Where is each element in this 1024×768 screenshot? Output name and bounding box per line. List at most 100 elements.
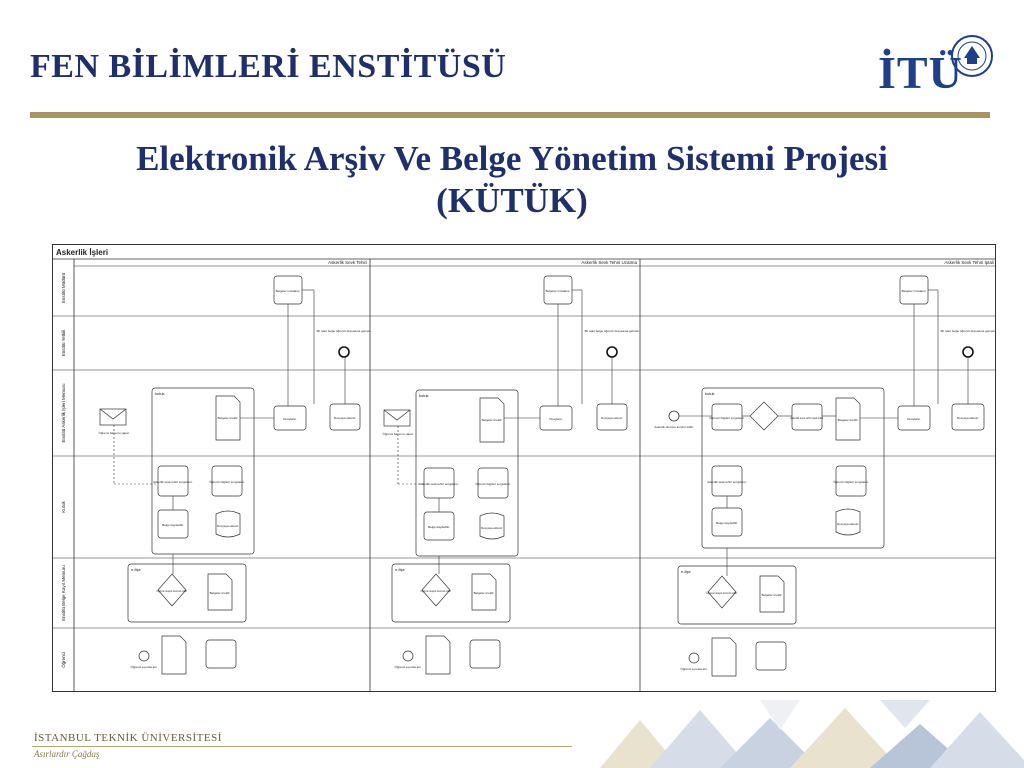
document-ogrenci-2 — [425, 635, 451, 675]
gateway-2 — [421, 573, 451, 607]
document-efise-2-label: Belgeler üretilir. — [474, 591, 495, 595]
task-ogrenci-1 — [211, 465, 243, 497]
document-3 — [835, 397, 861, 441]
task-kaydet-2-label: Belge kaydedilir. — [428, 525, 450, 529]
datastore-3-label: Dosyaya eklenir. — [837, 522, 859, 526]
section-label-2: Askerlik Sevk Tehiri Uzatma — [581, 260, 637, 265]
task-ogrenci-2 — [477, 467, 509, 499]
lane-label-1: Enstitü Müdürü — [61, 272, 66, 303]
task-ogrenci-eposta-3 — [755, 641, 787, 671]
start-event-3 — [668, 410, 680, 422]
end-event-3 — [962, 346, 974, 358]
document-efise-3-label: Belgeler üretilir. — [762, 593, 783, 597]
subprocess-kutuk-3-label: kutuk — [705, 391, 715, 396]
task-ogrenci-2-label: Öğrenci bilgileri sorgulanır. — [475, 482, 511, 486]
subprocess-kutuk-1 — [151, 387, 255, 555]
gateway-1-label: Öğrenci kaydı kontrol edilir. — [156, 589, 188, 593]
start-event-3-label: Askerlik durumu kontrol edilir. — [654, 425, 693, 429]
footer-line — [32, 746, 572, 747]
subprocess-efise-1-label: e-fişe — [131, 567, 142, 572]
task-imza-3-label: Belgeler imzalanır. — [902, 289, 927, 293]
university-seal-icon — [951, 35, 993, 77]
ogrenci-event-3 — [688, 652, 700, 664]
task-onay-2-label: Onaylanır. — [549, 417, 563, 421]
lane-label-4: Kutuk — [61, 501, 66, 513]
deco-shape-2 — [650, 710, 750, 768]
end-event-2 — [606, 346, 618, 358]
footer-decoration — [600, 700, 1024, 768]
header-rule — [30, 112, 990, 118]
section-2-content: Belgeler imzalanır. Bir adet belge öğren… — [382, 275, 640, 675]
section-label-1: Askerlik Sevk Tehiri — [328, 260, 367, 265]
gateway-3 — [707, 575, 737, 609]
final-note-1: Bir adet belge öğrenci dosyasına gelmeli… — [317, 329, 372, 333]
deco-shape-1 — [600, 720, 680, 768]
final-note-2: Bir adet belge öğrenci dosyasına gelmeli… — [585, 329, 640, 333]
document-ogrenci-1 — [161, 635, 187, 675]
document-efise-1 — [207, 573, 233, 611]
end-event-1 — [338, 346, 350, 358]
gateway-3-label: Öğrenci kaydı kontrol edilir. — [706, 591, 738, 595]
document-3-label: Belgeler üretilir. — [838, 418, 859, 422]
lane-label-6: Öğrenci — [60, 652, 66, 668]
subprocess-efise-2-label: e-fişe — [395, 567, 406, 572]
section-label-3: Askerlik Sevk Tehiri İptali — [944, 259, 994, 265]
task-iptal-3 — [791, 403, 823, 431]
subprocess-kutuk-3 — [701, 387, 885, 549]
document-efise-2 — [471, 573, 497, 611]
message-envelope-1 — [99, 408, 127, 426]
deco-shape-6 — [930, 712, 1024, 768]
datastore-1 — [215, 510, 241, 538]
document-1-label: Belgeler üretilir. — [218, 416, 239, 420]
deco-shape-3 — [720, 718, 820, 768]
document-1 — [215, 395, 241, 441]
gateway-3a — [749, 401, 779, 431]
subprocess-kutuk-1-label: kutuk — [155, 391, 165, 396]
deco-shape-8 — [880, 700, 930, 728]
subprocess-efise-1 — [127, 563, 247, 623]
datastore-2-label: Dosyaya eklenir. — [481, 526, 503, 530]
task-sorgula-3a — [711, 403, 743, 431]
subprocess-efise-3-label: e-fişe — [681, 569, 692, 574]
task-onay-1-label: Onaylanır. — [283, 417, 297, 421]
document-ogrenci-3 — [711, 637, 737, 677]
task-imza-2-label: Belgeler imzalanır. — [546, 289, 571, 293]
task-iptal-3-label: Askerlik sevk tehiri iptal edilir. — [790, 416, 824, 420]
task-kaydet-3-label: Belge kaydedilir. — [716, 521, 738, 525]
task-final-1-label: Dosyaya eklenir. — [334, 416, 356, 420]
ogrenci-event-2 — [402, 650, 414, 662]
deco-shape-4 — [790, 708, 900, 768]
task-sorgula-3a-label: Öğrenci bilgileri sorgulanır. — [709, 416, 745, 420]
document-efise-3 — [759, 575, 785, 613]
document-2-label: Belgeler üretilir. — [482, 418, 503, 422]
task-kaydet-1-label: Belge kaydedilir. — [162, 523, 184, 527]
message-envelope-1-flap — [99, 408, 127, 420]
deco-shape-7 — [760, 700, 800, 730]
document-2 — [479, 397, 505, 443]
task-sorgula-2-label: Askerlik sevk tehiri sorgulanır. — [419, 482, 459, 486]
ogrenci-event-2-label: Öğrenci e-posta alır. — [394, 665, 421, 669]
message-envelope-2-flap — [383, 409, 411, 421]
ogrenci-event-3-label: Öğrenci e-posta alır. — [680, 667, 707, 671]
itu-logo: İTÜ — [870, 28, 995, 100]
task-sorgula-3-label: Askerlik sevk tehiri sorgulanır. — [707, 480, 747, 484]
task-sorgula-1-label: Askerlik sevk tehiri sorgulanır. — [153, 480, 193, 484]
section-3-content: Belgeler imzalanır. Bir adet belge öğren… — [654, 275, 996, 677]
lane-label-5: Enstitü Belge Kayıt Memuru — [61, 565, 66, 621]
task-final-3-label: Dosyaya eklenir. — [957, 416, 979, 420]
lane-label-2: Enstitü Yetkili — [61, 330, 66, 357]
slide-title-line1: Elektronik Arşiv Ve Belge Yönetim Sistem… — [136, 139, 888, 178]
task-imza-1-label: Belgeler imzalanır. — [276, 289, 301, 293]
lane-label-3: Enstitü Askerlik İşleri Memuru — [60, 383, 66, 443]
ogrenci-event-1-label: Öğrenci e-posta alır. — [130, 665, 157, 669]
task-ogrenci-eposta-2 — [469, 639, 501, 669]
subprocess-efise-3 — [677, 565, 797, 625]
document-efise-1-label: Belgeler üretilir. — [210, 591, 231, 595]
institute-title: FEN BİLİMLERİ ENSTİTÜSÜ — [30, 48, 507, 85]
gateway-2-label: Öğrenci kaydı kontrol edilir. — [420, 589, 452, 593]
task-ogrenci-3-label: Öğrenci bilgileri sorgulanır. — [833, 480, 869, 484]
message-envelope-2 — [383, 409, 411, 427]
footer-university-name: İSTANBUL TEKNİK ÜNİVERSİTESİ — [34, 732, 222, 744]
gateway-1 — [157, 573, 187, 607]
ogrenci-event-1 — [138, 650, 150, 662]
